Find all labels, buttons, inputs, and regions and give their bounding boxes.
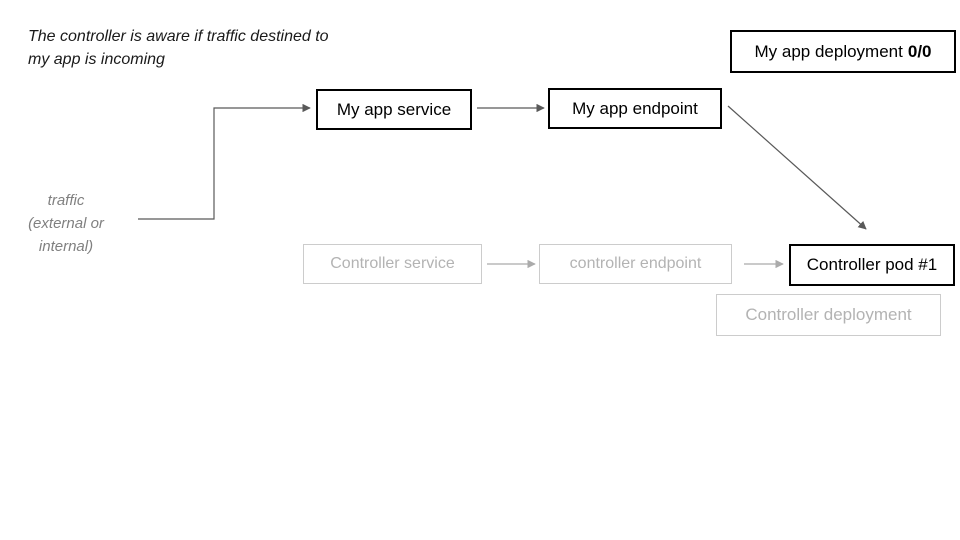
arrow-my-app-endpoint-to-controller-pod-1: [727, 105, 867, 230]
node-controller-endpoint-label: controller endpoint: [569, 255, 702, 272]
node-my-app-deployment: My app deployment 0/0: [730, 30, 956, 73]
node-my-app-service: My app service: [316, 89, 472, 130]
note-line-2: my app is incoming: [28, 51, 165, 68]
node-controller-pod-1: Controller pod #1: [789, 244, 955, 286]
note-line-1: The controller is aware if traffic desti…: [28, 28, 329, 45]
note-text: The controller is aware if traffic desti…: [28, 25, 329, 71]
node-my-app-endpoint: My app endpoint: [548, 88, 722, 129]
node-controller-service-label: Controller service: [330, 255, 455, 272]
traffic-label: traffic (external or internal): [8, 189, 124, 258]
node-controller-pod-1-label: Controller pod #1: [806, 255, 938, 274]
traffic-label-line-1: traffic: [47, 192, 85, 209]
node-my-app-deployment-label: My app deployment: [754, 41, 903, 61]
arrow-traffic-to-my-app-service: [138, 103, 311, 220]
node-controller-deployment: Controller deployment: [716, 294, 941, 336]
node-controller-deployment-label: Controller deployment: [745, 305, 912, 324]
traffic-label-line-2: (external or: [28, 215, 104, 232]
node-my-app-deployment-replicas: 0/0: [907, 41, 932, 61]
node-my-app-endpoint-label: My app endpoint: [572, 98, 698, 118]
node-my-app-service-label: My app service: [336, 99, 452, 119]
traffic-label-line-3: internal): [38, 238, 94, 255]
node-controller-service: Controller service: [303, 244, 482, 284]
node-controller-endpoint: controller endpoint: [539, 244, 732, 284]
